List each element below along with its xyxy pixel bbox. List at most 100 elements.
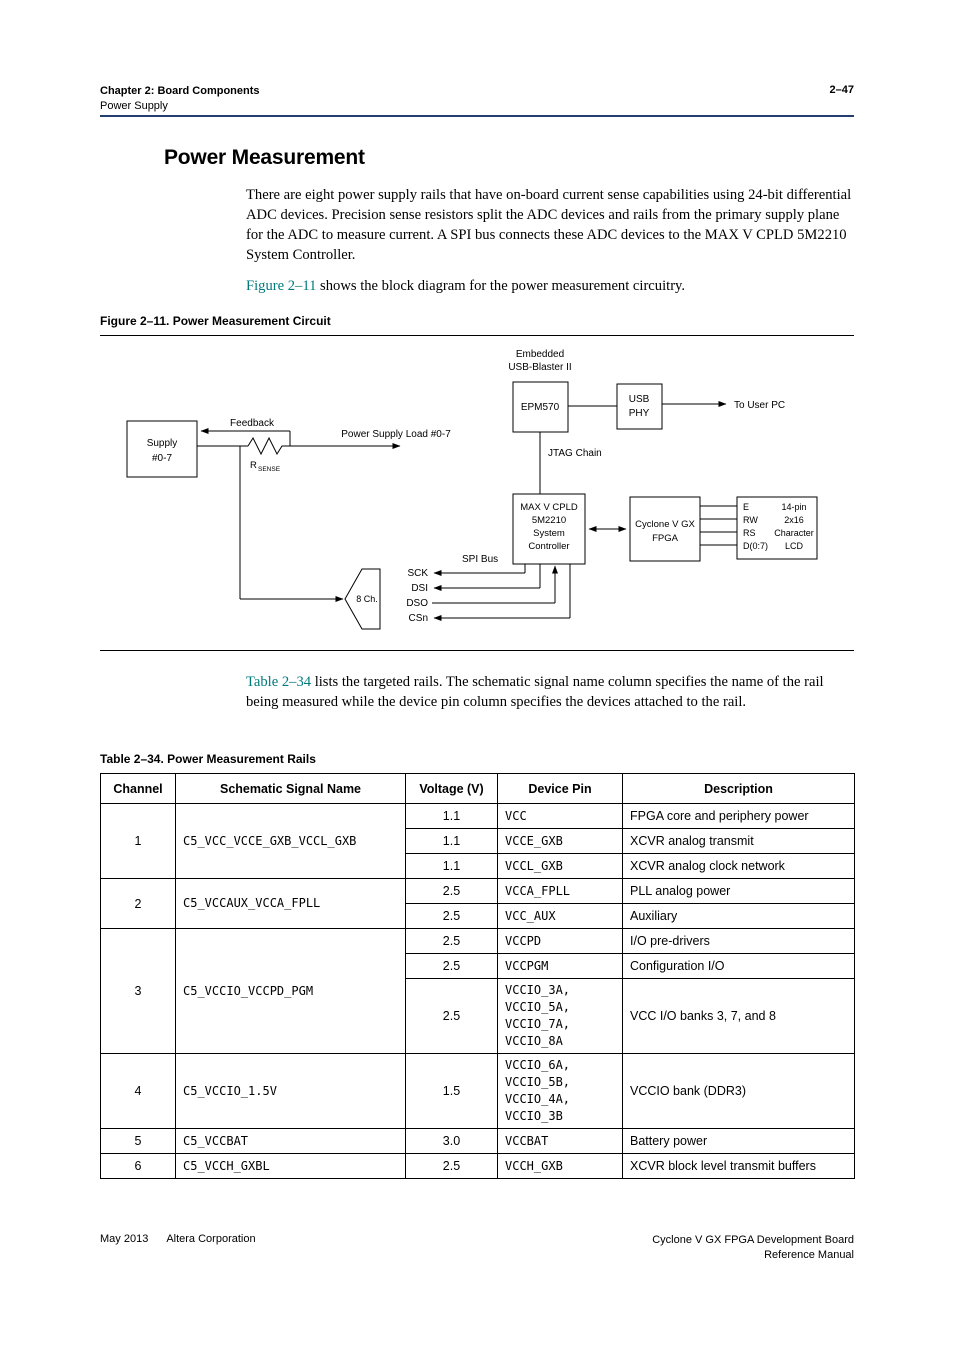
col-header-pin: Device Pin	[497, 773, 623, 804]
dsi-label: DSI	[411, 583, 428, 594]
footer-doc-type: Reference Manual	[764, 1249, 854, 1261]
col-header-description: Description	[622, 773, 855, 804]
table-row: 1.1 VCCL_GXB XCVR analog clock network	[101, 853, 855, 879]
cell-description: Battery power	[622, 1128, 855, 1154]
r-sense-label-r: R	[250, 460, 257, 471]
cell-channel-5: 5	[100, 1128, 176, 1154]
lcd-label-line3: Character	[774, 528, 814, 538]
cyclone-fpga-box	[629, 496, 701, 562]
cell-description: XCVR block level transmit buffers	[622, 1153, 855, 1179]
page-number: 2–47	[829, 84, 854, 96]
to-user-pc-label: To User PC	[734, 400, 785, 411]
footer-product: Cyclone V GX FPGA Development Board	[652, 1234, 854, 1246]
fpga-label-line1: Cyclone V GX	[635, 519, 695, 530]
cpld-label-line1: MAX V CPLD	[520, 502, 578, 513]
max-v-cpld-box	[512, 493, 586, 565]
cell-signal-4: C5_VCCIO_1.5V	[175, 1053, 406, 1129]
header-rule	[100, 115, 854, 117]
lcd-label-line1: 14-pin	[781, 502, 806, 512]
footer-company: Altera Corporation	[166, 1233, 256, 1245]
lcd-pin-rs: RS	[743, 528, 756, 538]
table-2-34-link[interactable]: Table 2–34	[246, 674, 312, 690]
cell-signal-2: C5_VCCAUX_VCCA_FPLL	[175, 878, 406, 929]
cell-voltage: 1.1	[405, 828, 498, 854]
cell-pin: VCCL_GXB	[497, 853, 623, 879]
cell-voltage: 2.5	[405, 928, 498, 954]
dso-label: DSO	[406, 598, 428, 609]
cell-voltage: 1.1	[405, 803, 498, 829]
cell-voltage: 3.0	[405, 1128, 498, 1154]
figure-reference-paragraph: Figure 2–11 shows the block diagram for …	[246, 276, 856, 296]
header-section: Power Supply	[100, 100, 168, 112]
lcd-pin-rw: RW	[743, 515, 758, 525]
embedded-usb-blaster-label-line1: Embedded	[516, 349, 564, 360]
cell-description: VCCIO bank (DDR3)	[622, 1053, 855, 1129]
cell-description: Configuration I/O	[622, 953, 855, 979]
adc-8ch-label: 8 Ch.	[356, 594, 378, 604]
cell-channel-1: 1	[100, 803, 176, 879]
figure-top-rule	[100, 335, 854, 336]
cell-voltage: 1.5	[405, 1053, 498, 1129]
footer-left: May 2013 Altera Corporation	[100, 1233, 256, 1245]
cell-signal-6: C5_VCCH_GXBL	[175, 1153, 406, 1179]
power-measurement-block-diagram: Embedded USB-Blaster II EPM570 USB PHY T…	[126, 349, 818, 630]
cell-channel-3: 3	[100, 928, 176, 1054]
cell-pin: VCCE_GXB	[497, 828, 623, 854]
cell-description: PLL analog power	[622, 878, 855, 904]
supply-label-line1: Supply	[147, 438, 178, 449]
cell-pin: VCC_AUX	[497, 903, 623, 929]
footer-date: May 2013	[100, 1233, 149, 1245]
sck-label: SCK	[407, 568, 428, 579]
intro-paragraph: There are eight power supply rails that …	[246, 187, 852, 263]
header-chapter: Chapter 2: Board Components	[100, 85, 260, 97]
table-row: 1 C5_VCC_VCCE_GXB_VCCL_GXB 1.1 VCC FPGA …	[100, 803, 855, 879]
cell-voltage: 2.5	[405, 953, 498, 979]
table-row: 4 C5_VCCIO_1.5V 1.5 VCCIO_6A, VCCIO_5B, …	[100, 1053, 855, 1129]
cell-pin: VCCIO_3A, VCCIO_5A, VCCIO_7A, VCCIO_8A	[497, 978, 623, 1054]
usb-phy-box	[616, 383, 663, 430]
figure-2-11-link[interactable]: Figure 2–11	[246, 278, 317, 294]
usb-phy-label-line1: USB	[629, 394, 650, 405]
cell-voltage: 2.5	[405, 903, 498, 929]
cell-signal-3: C5_VCCIO_VCCPD_PGM	[175, 928, 406, 1054]
lcd-pin-d07: D(0:7)	[743, 541, 768, 551]
cell-pin: VCCPGM	[497, 953, 623, 979]
cell-channel-6: 6	[100, 1153, 176, 1179]
cell-pin: VCCA_FPLL	[497, 878, 623, 904]
figure-caption: Figure 2–11. Power Measurement Circuit	[100, 314, 331, 328]
cell-channel-2: 2	[100, 878, 176, 929]
spi-bus-label: SPI Bus	[462, 554, 498, 565]
cpld-label-line4: Controller	[528, 541, 569, 552]
cpld-label-line3: System	[533, 528, 565, 539]
figure-reference-text: shows the block diagram for the power me…	[316, 278, 686, 294]
lcd-label-line4: LCD	[785, 541, 804, 551]
power-supply-load-label: Power Supply Load #0-7	[341, 429, 451, 440]
table-reference-paragraph: Table 2–34 lists the targeted rails. The…	[246, 672, 856, 712]
table-reference-text: lists the targeted rails. The schematic …	[246, 674, 824, 710]
lcd-label-line2: 2x16	[784, 515, 804, 525]
cell-description: XCVR analog transmit	[622, 828, 855, 854]
supply-box	[126, 420, 198, 478]
running-header: Chapter 2: Board Components Power Supply	[100, 84, 260, 114]
cell-voltage: 2.5	[405, 1153, 498, 1179]
table-row: 2 C5_VCCAUX_VCCA_FPLL 2.5 VCCA_FPLL PLL …	[100, 878, 855, 929]
table-row: 6 C5_VCCH_GXBL 2.5 VCCH_GXB XCVR block l…	[100, 1153, 855, 1179]
footer-right: Cyclone V GX FPGA Development Board Refe…	[652, 1233, 854, 1263]
cell-voltage: 2.5	[405, 878, 498, 904]
cell-signal-1: C5_VCC_VCCE_GXB_VCCL_GXB	[175, 803, 406, 879]
table-row: 2.5 VCCPGM Configuration I/O	[101, 953, 855, 979]
cell-description: FPGA core and periphery power	[622, 803, 855, 829]
cell-description: Auxiliary	[622, 903, 855, 929]
table-row: 3 C5_VCCIO_VCCPD_PGM 2.5 VCCPD I/O pre-d…	[100, 928, 855, 1054]
cell-description: XCVR analog clock network	[622, 853, 855, 879]
cell-pin: VCCIO_6A, VCCIO_5B, VCCIO_4A, VCCIO_3B	[497, 1053, 623, 1129]
csn-label: CSn	[409, 613, 428, 624]
cell-voltage: 2.5	[405, 978, 498, 1054]
power-measurement-rails-table: Channel Schematic Signal Name Voltage (V…	[100, 773, 855, 1179]
lcd-pin-e: E	[743, 502, 749, 512]
table-row: 5 C5_VCCBAT 3.0 VCCBAT Battery power	[100, 1128, 855, 1154]
cell-channel-4: 4	[100, 1053, 176, 1129]
page-title: Power Measurement	[164, 146, 365, 169]
supply-label-line2: #0-7	[152, 453, 172, 464]
